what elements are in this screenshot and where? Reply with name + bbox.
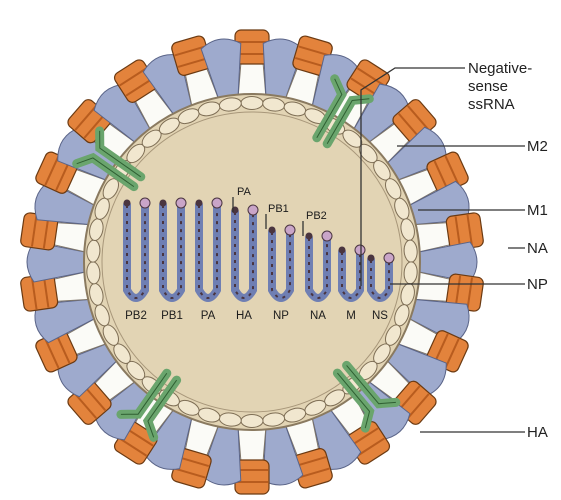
segment-label-np: NP xyxy=(273,310,289,322)
segment-label-pb1: PB1 xyxy=(161,310,183,322)
label-ha: HA xyxy=(527,424,548,441)
label-negative-sense: Negative- xyxy=(468,60,532,77)
polymerase-complex xyxy=(384,253,394,263)
polymerase-complex xyxy=(212,198,222,208)
label-sense: sense xyxy=(468,78,508,95)
ha-stem xyxy=(238,62,266,98)
label-ssrna: ssRNA xyxy=(468,96,515,113)
rnp-end xyxy=(124,200,131,207)
m1-bead xyxy=(241,97,263,110)
label-m1: M1 xyxy=(527,202,548,219)
segment-label-ns: NS xyxy=(372,310,388,322)
segment-label-pa: PA xyxy=(201,310,216,322)
rnp-end xyxy=(196,200,203,207)
segment-label-na: NA xyxy=(310,310,326,322)
rnp-end xyxy=(269,227,276,234)
label-na: NA xyxy=(527,240,548,257)
polymerase-label-pb1: PB1 xyxy=(268,203,289,215)
segment-label-pb2: PB2 xyxy=(125,310,147,322)
polymerase-complex xyxy=(285,225,295,235)
label-np: NP xyxy=(527,276,548,293)
rnp-end xyxy=(306,233,313,240)
polymerase-complex xyxy=(322,231,332,241)
polymerase-complex xyxy=(176,198,186,208)
label-m2: M2 xyxy=(527,138,548,155)
rnp-end xyxy=(160,200,167,207)
polymerase-label-pa: PA xyxy=(237,186,252,198)
rnp-end xyxy=(368,255,375,262)
polymerase-complex xyxy=(248,205,258,215)
segment-label-m: M xyxy=(346,310,356,322)
ha-stem xyxy=(238,426,266,462)
polymerase-complex xyxy=(140,198,150,208)
polymerase-label-pb2: PB2 xyxy=(306,210,327,222)
polymerase-complex xyxy=(355,245,365,255)
rnp-end xyxy=(339,247,346,254)
segment-label-ha: HA xyxy=(236,310,252,322)
m1-bead xyxy=(241,415,263,428)
